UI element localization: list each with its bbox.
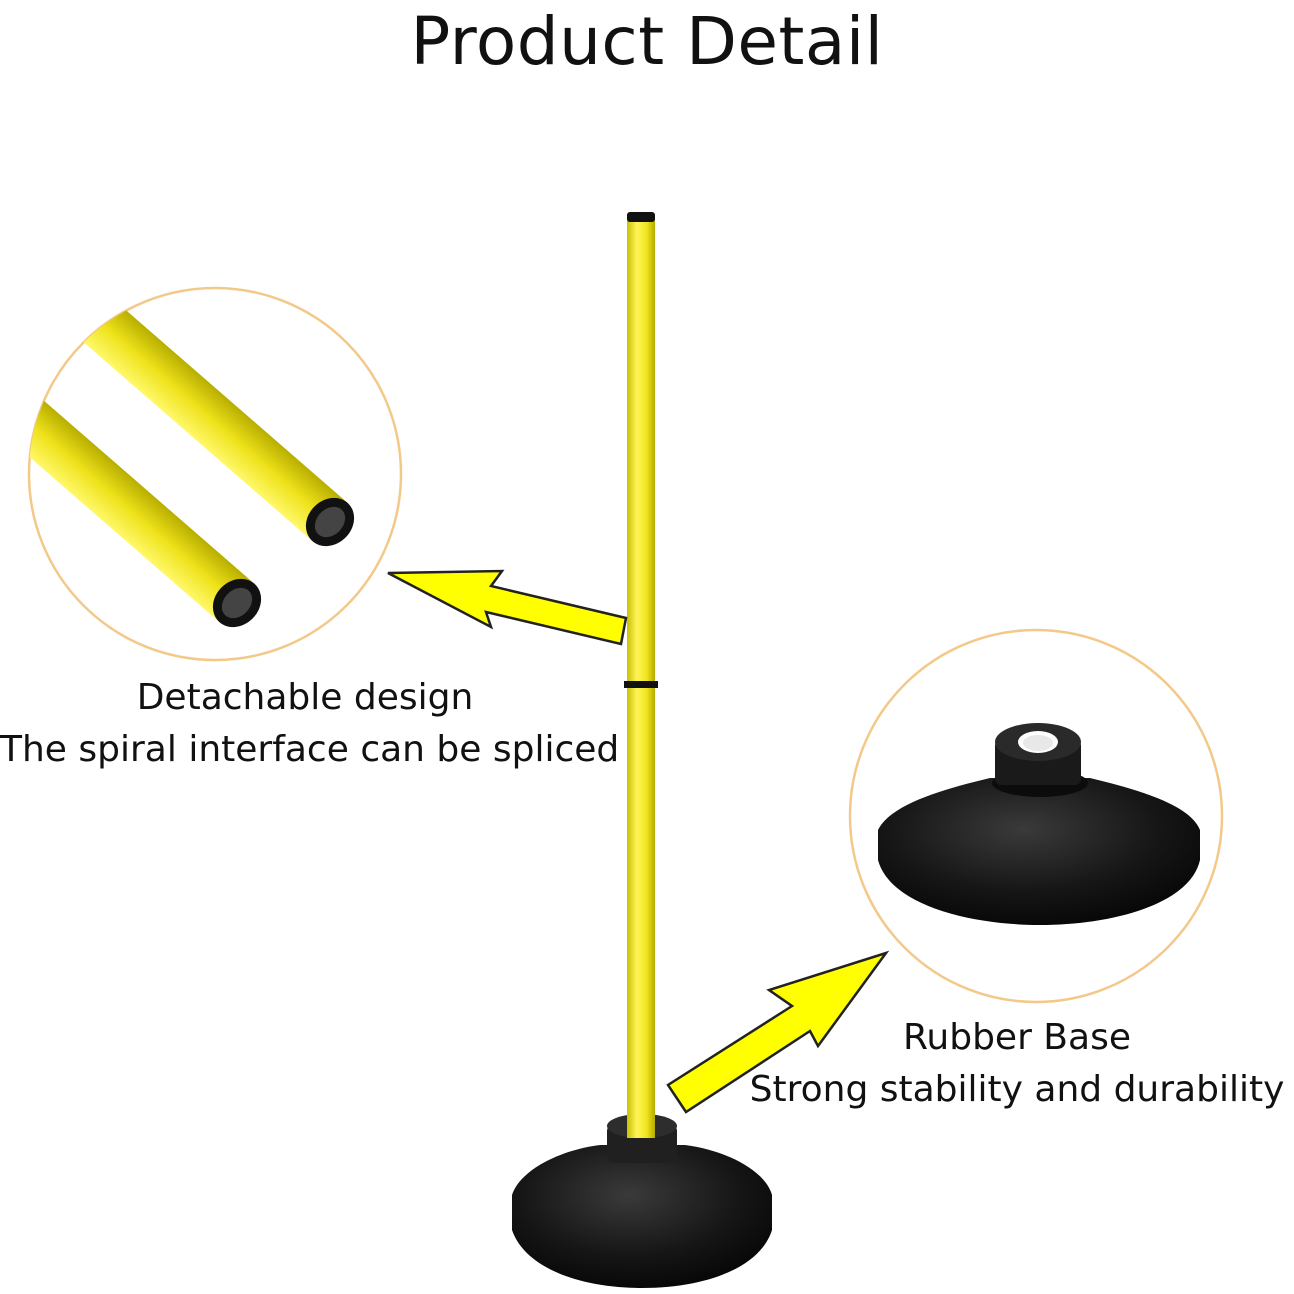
detachable-detail-circle [27, 286, 403, 662]
arrow-left-icon [387, 569, 628, 646]
detachable-caption: Detachable design The spiral interface c… [0, 672, 620, 776]
detachable-heading: Detachable design [136, 677, 474, 718]
agility-pole-image [512, 212, 772, 1288]
rubber-base-image [878, 723, 1200, 925]
rubber-base-caption: Rubber Base Strong stability and durabil… [740, 1012, 1294, 1116]
page-title: Product Detail [410, 3, 884, 80]
rubber-base-description: Strong stability and durability [749, 1069, 1285, 1110]
arrow-up-right-icon [666, 950, 890, 1114]
detachable-description: The spiral interface can be spliced [0, 729, 620, 770]
rubber-base-detail-circle [848, 628, 1224, 1004]
rubber-base-heading: Rubber Base [903, 1017, 1131, 1058]
